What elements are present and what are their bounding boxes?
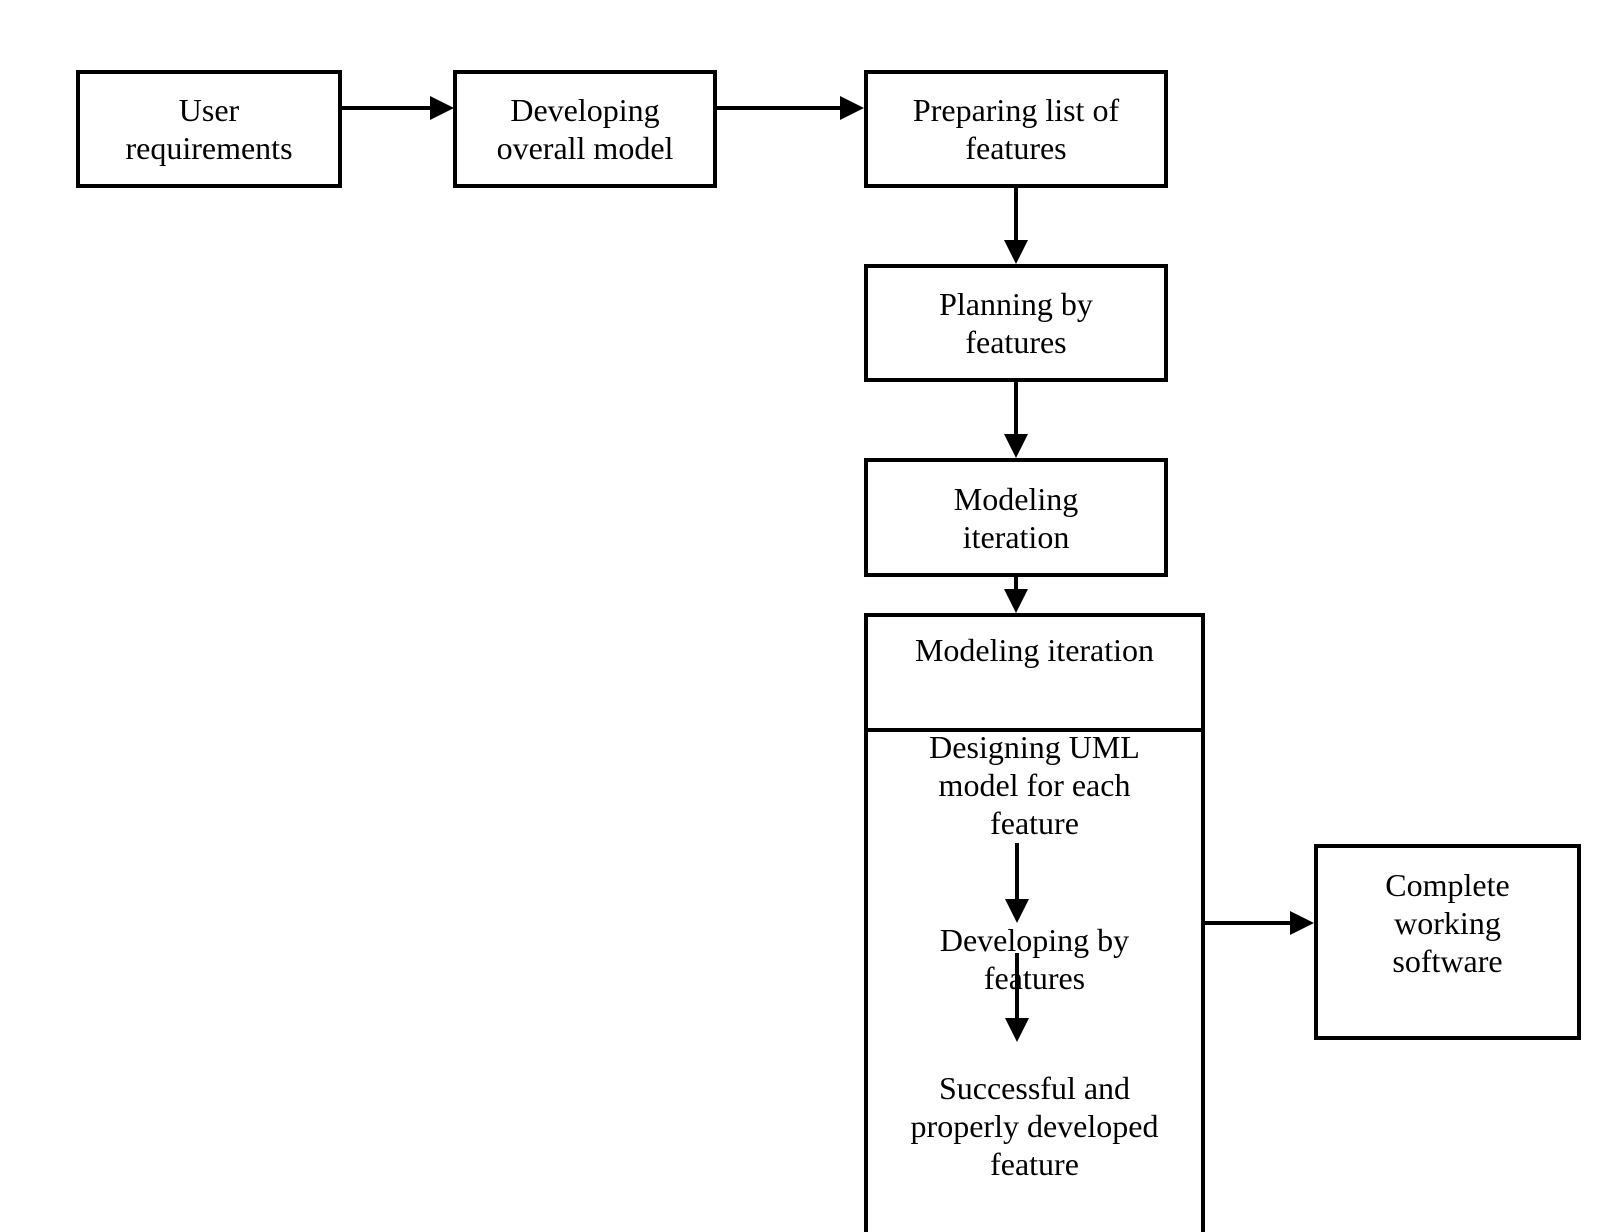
node-developing-by-features-label: Developing by features — [939, 922, 1130, 996]
arrow-planning-to-modeling-head-icon — [1004, 434, 1028, 458]
arrow-user-to-developing-line — [342, 106, 432, 110]
arrow-modeling-to-detail-head-icon — [1004, 589, 1028, 613]
arrow-designing-to-developing-head-icon — [1005, 899, 1029, 923]
arrow-user-to-developing-head-icon — [430, 96, 454, 120]
node-user-requirements: User requirements — [76, 70, 342, 188]
arrow-developing-to-successful-line — [1015, 953, 1019, 1020]
node-user-requirements-label: User requirements — [125, 92, 293, 166]
node-preparing-list-of-features: Preparing list of features — [864, 70, 1168, 188]
node-developing-overall-model: Developing overall model — [453, 70, 717, 188]
iteration-detail-divider — [868, 728, 1201, 732]
node-successful-feature-label: Successful and properly developed featur… — [910, 1070, 1159, 1182]
arrow-planning-to-modeling-line — [1014, 382, 1018, 436]
arrow-modeling-to-detail-line — [1014, 577, 1018, 591]
node-complete-working-software: Complete working software — [1314, 844, 1581, 1040]
arrow-developing-to-preparing-head-icon — [840, 96, 864, 120]
node-iteration-detail-header: Modeling iteration — [914, 632, 1155, 668]
node-designing-uml-model-label: Designing UML model for each feature — [929, 729, 1140, 841]
arrow-preparing-to-planning-line — [1014, 188, 1018, 242]
arrow-developing-to-preparing-line — [717, 106, 842, 110]
arrow-developing-to-successful-head-icon — [1005, 1018, 1029, 1042]
node-planning-by-features-label: Planning by features — [939, 286, 1093, 360]
node-planning-by-features: Planning by features — [864, 264, 1168, 382]
arrow-detail-to-complete-line — [1205, 921, 1294, 925]
arrow-preparing-to-planning-head-icon — [1004, 240, 1028, 264]
arrow-detail-to-complete-head-icon — [1290, 911, 1314, 935]
node-preparing-list-of-features-label: Preparing list of features — [912, 92, 1120, 166]
node-modeling-iteration: Modeling iteration — [864, 458, 1168, 577]
arrow-designing-to-developing-line — [1015, 843, 1019, 901]
node-complete-working-software-label: Complete working software — [1385, 867, 1510, 979]
node-modeling-iteration-label: Modeling iteration — [953, 480, 1079, 555]
node-developing-overall-model-label: Developing overall model — [496, 92, 674, 166]
node-iteration-detail-box: Modeling iteration Designing UML model f… — [864, 613, 1205, 1232]
